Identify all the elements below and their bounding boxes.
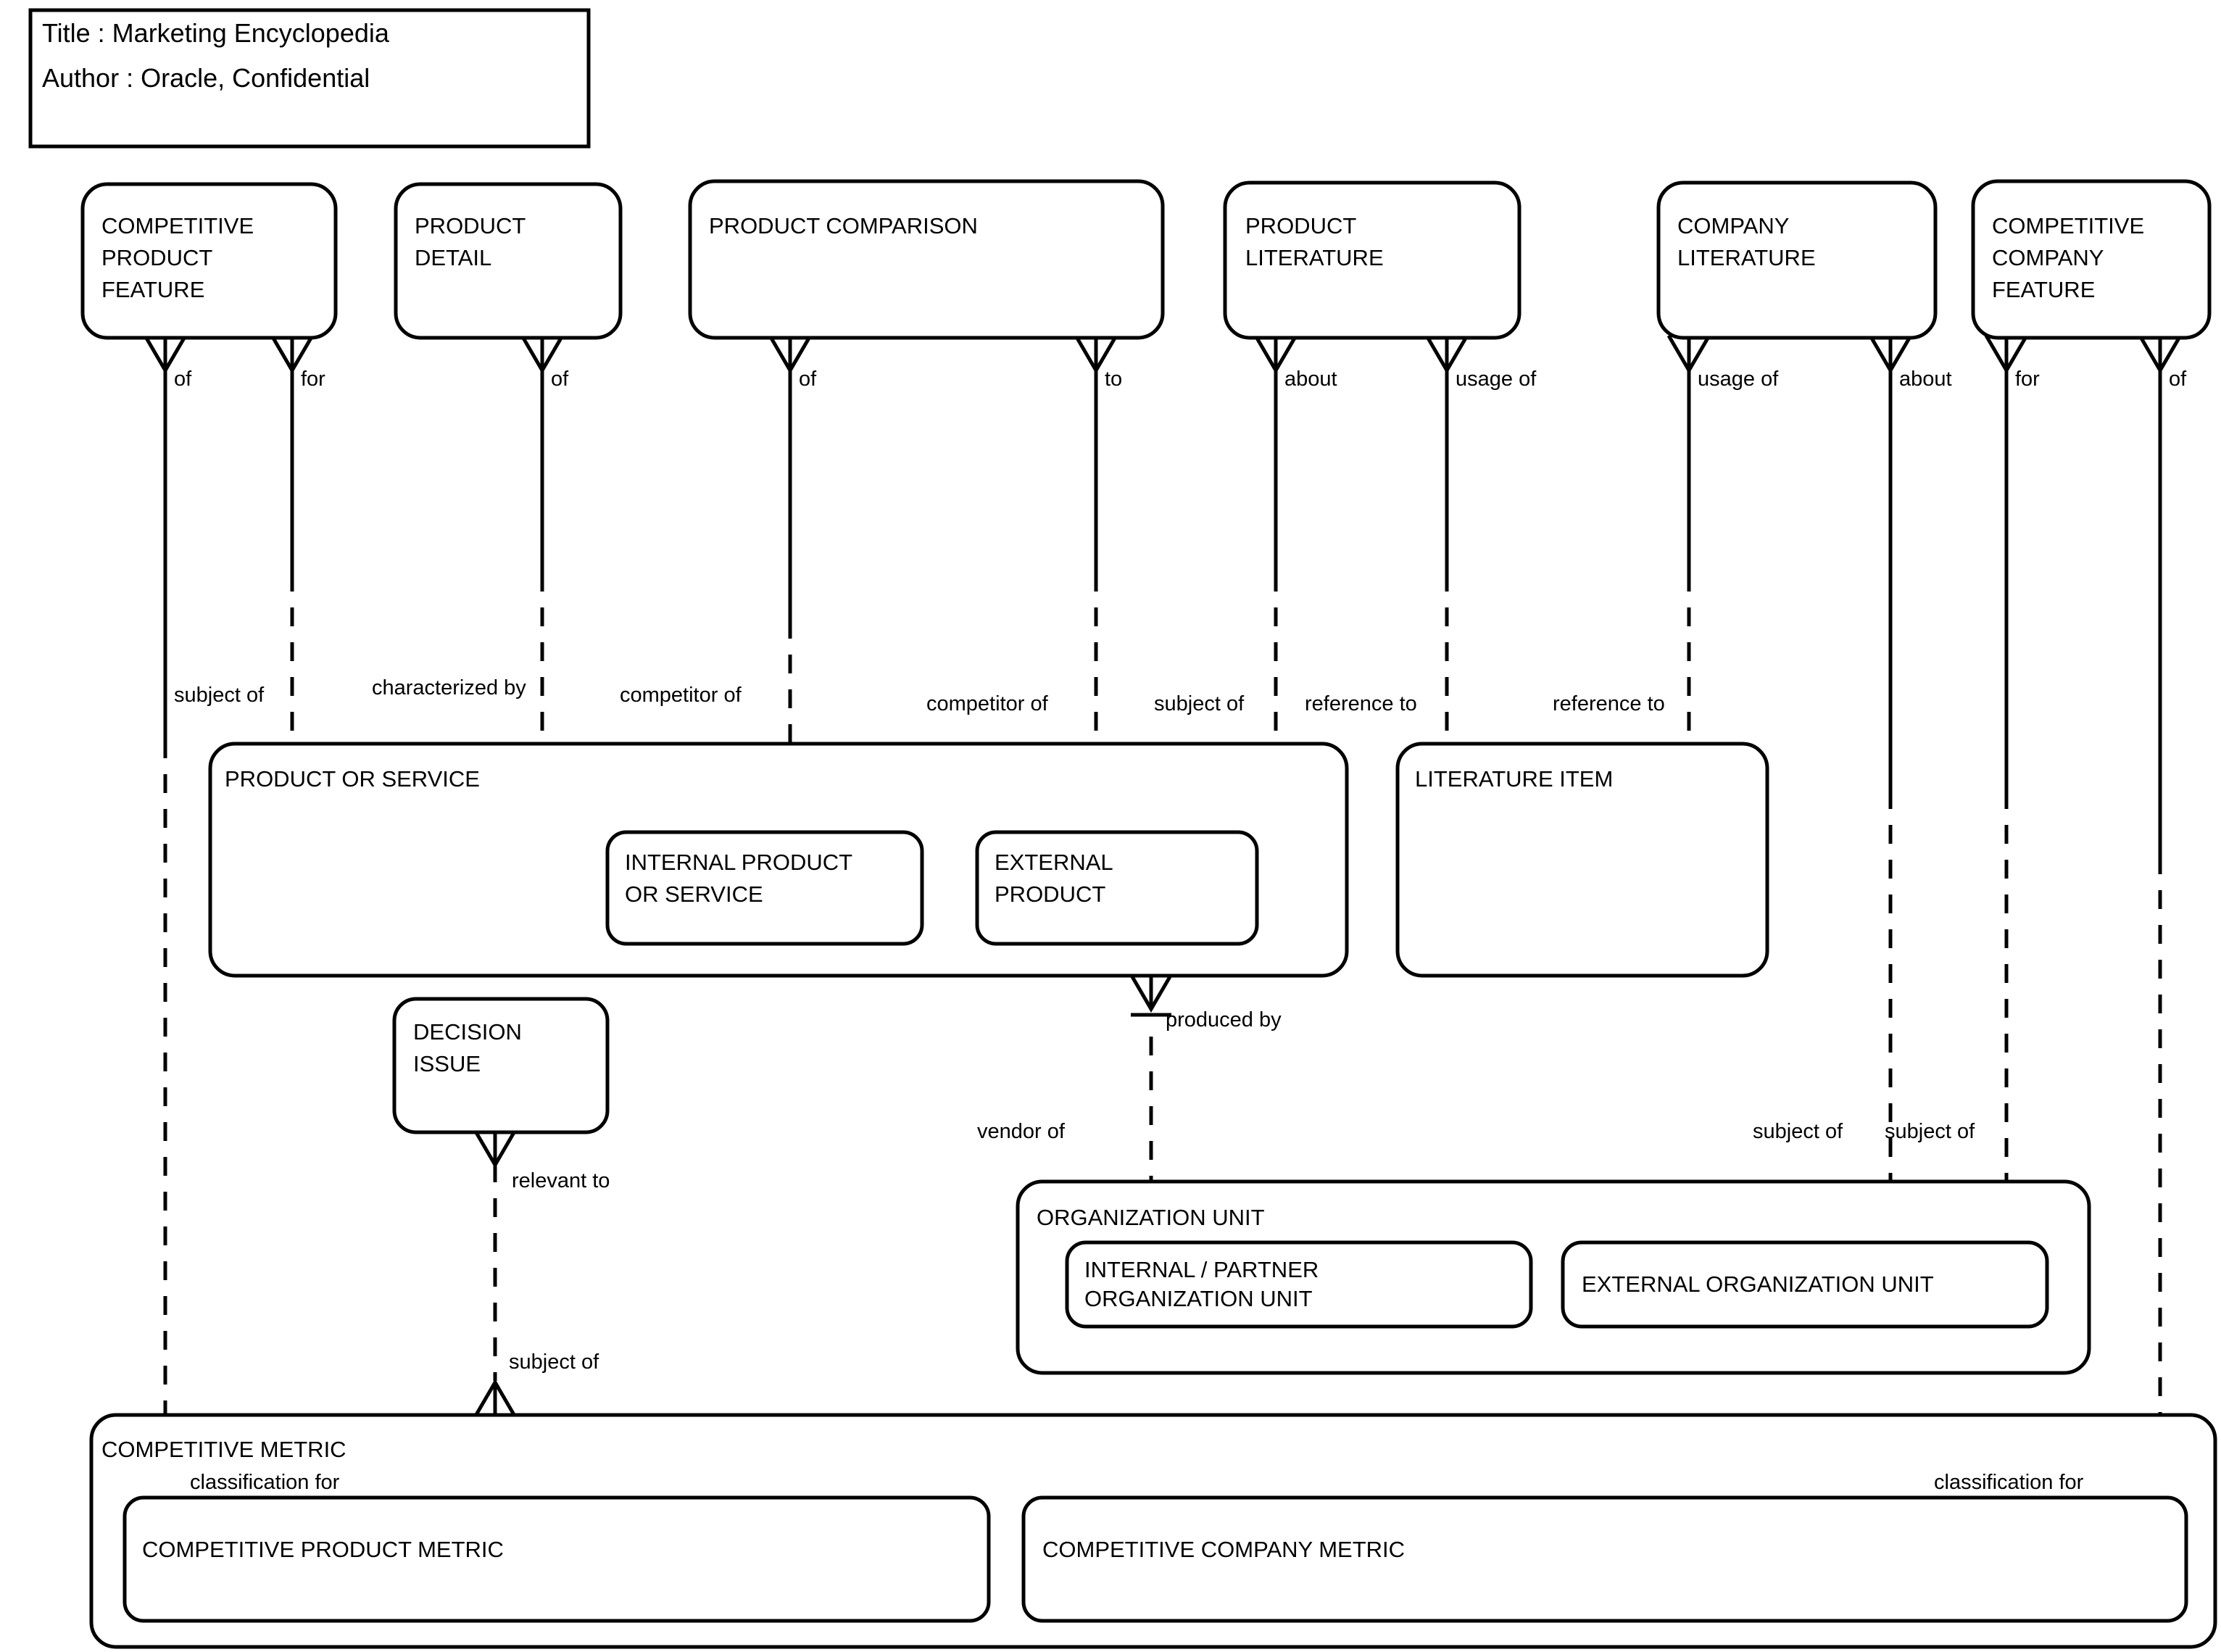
entity-label-line: FEATURE: [1992, 277, 2095, 302]
entity-label-line: COMPETITIVE PRODUCT METRIC: [142, 1537, 504, 1562]
title-block: Title : Marketing Encyclopedia Author : …: [28, 8, 591, 149]
relationship-label-reference-to: reference to: [1553, 692, 1665, 715]
entity-competitive-metric[interactable]: COMPETITIVE METRIC classification for cl…: [89, 1413, 2217, 1649]
author-line: Author : Oracle, Confidential: [42, 63, 370, 93]
relationship-label-subject-of: subject of: [509, 1350, 599, 1374]
entity-product-detail[interactable]: PRODUCT DETAIL: [394, 182, 623, 340]
entity-label-line: COMPETITIVE METRIC: [101, 1437, 346, 1462]
relationship-label-vendor-of: vendor of: [977, 1120, 1066, 1143]
entity-label-line: COMPANY: [1992, 245, 2104, 270]
crows-foot-icon: [1666, 334, 1711, 374]
crows-foot-icon: [1984, 334, 2029, 374]
entity-label-line: ORGANIZATION UNIT: [1037, 1205, 1265, 1230]
entity-literature-item[interactable]: LITERATURE ITEM: [1395, 742, 1769, 978]
relationship-label-subject-of: subject of: [1753, 1120, 1843, 1143]
entity-organization-unit[interactable]: ORGANIZATION UNIT INTERNAL / PARTNER ORG…: [1016, 1179, 2091, 1375]
relationship-label-classification-for: classification for: [190, 1471, 340, 1494]
relationship-label-for: for: [301, 368, 325, 391]
entity-label-line: PRODUCT OR SERVICE: [225, 766, 480, 792]
entity-product-comparison[interactable]: PRODUCT COMPARISON: [688, 179, 1165, 340]
relationship-label-of: of: [551, 368, 569, 391]
crows-foot-icon: [473, 1379, 518, 1419]
entity-label-line: DECISION: [413, 1019, 522, 1045]
entity-company-literature[interactable]: COMPANY LITERATURE: [1656, 180, 1938, 340]
entity-product-literature[interactable]: PRODUCT LITERATURE: [1223, 180, 1522, 340]
relationship-label-about: about: [1899, 368, 1952, 391]
entity-label-line: ORGANIZATION UNIT: [1084, 1286, 1313, 1311]
entity-label-line: DETAIL: [415, 245, 491, 270]
entity-label-line: COMPETITIVE: [1992, 213, 2144, 238]
relationship-label-of: of: [799, 368, 817, 391]
entity-decision-issue[interactable]: DECISION ISSUE: [392, 997, 610, 1134]
crows-foot-icon: [473, 1129, 518, 1169]
relationship-label-produced-by: produced by: [1166, 1008, 1282, 1032]
title-line: Title : Marketing Encyclopedia: [42, 18, 390, 48]
entity-label-line: EXTERNAL: [995, 850, 1113, 875]
entity-label-line: PRODUCT: [995, 881, 1105, 907]
entity-label-line: PRODUCT: [1245, 213, 1356, 238]
relationship-label-subject-of: subject of: [174, 684, 265, 707]
entity-product-or-service[interactable]: PRODUCT OR SERVICE INTERNAL PRODUCT OR S…: [208, 742, 1349, 978]
middle-relationship-labels: subject of characterized by competitor o…: [174, 676, 1665, 715]
entity-internal-product-or-service[interactable]: INTERNAL PRODUCT OR SERVICE: [605, 830, 924, 946]
relationship-label-about: about: [1284, 368, 1337, 391]
crows-foot-icon: [1074, 334, 1118, 374]
relationship-label-competitor-of: competitor of: [620, 684, 742, 707]
relationship-label-of: of: [2169, 368, 2187, 391]
entity-competitive-company-feature[interactable]: COMPETITIVE COMPANY FEATURE: [1971, 179, 2212, 340]
entity-internal-partner-organization-unit[interactable]: INTERNAL / PARTNER ORGANIZATION UNIT: [1065, 1240, 1533, 1329]
entity-label-line: LITERATURE: [1677, 245, 1816, 270]
entity-label-line: COMPETITIVE: [101, 213, 254, 238]
crows-foot-icon: [2138, 334, 2183, 374]
crows-foot-markers: [143, 334, 2183, 1419]
crows-foot-icon: [1253, 334, 1298, 374]
crows-foot-icon: [1868, 334, 1913, 374]
entity-label-line: PRODUCT: [415, 213, 526, 238]
crows-foot-icon: [1129, 973, 1174, 1013]
entity-competitive-product-metric[interactable]: COMPETITIVE PRODUCT METRIC: [123, 1495, 991, 1623]
entity-external-organization-unit[interactable]: EXTERNAL ORGANIZATION UNIT: [1561, 1240, 2049, 1329]
entity-external-product[interactable]: EXTERNAL PRODUCT: [975, 830, 1259, 946]
relationship-label-classification-for: classification for: [1934, 1471, 2084, 1494]
entity-label-line: LITERATURE: [1245, 245, 1384, 270]
entity-label-line: OR SERVICE: [625, 881, 763, 907]
entity-label-line: PRODUCT: [101, 245, 212, 270]
entity-label-line: COMPANY: [1677, 213, 1789, 238]
relationship-label-competitor-of: competitor of: [926, 692, 1049, 715]
entity-label-line: PRODUCT COMPARISON: [709, 213, 978, 238]
entity-label-line: EXTERNAL ORGANIZATION UNIT: [1582, 1271, 1934, 1297]
entity-label-line: INTERNAL PRODUCT: [625, 850, 852, 875]
entity-label-line: COMPETITIVE COMPANY METRIC: [1042, 1537, 1405, 1562]
entity-label-line: INTERNAL / PARTNER: [1084, 1257, 1319, 1282]
top-relationship-labels: of for of of to about usage of usage of …: [174, 368, 2187, 391]
crows-foot-icon: [520, 334, 565, 374]
relationship-label-relevant-to: relevant to: [512, 1169, 610, 1192]
entity-label-line: ISSUE: [413, 1051, 481, 1076]
relationship-label-subject-of: subject of: [1885, 1120, 1975, 1143]
crows-foot-icon: [143, 334, 188, 374]
entity-label-line: FEATURE: [101, 277, 204, 302]
relationship-label-usage-of: usage of: [1456, 368, 1537, 391]
relationship-label-reference-to: reference to: [1305, 692, 1417, 715]
relationship-label-characterized-by: characterized by: [372, 676, 526, 700]
entity-competitive-product-feature[interactable]: COMPETITIVE PRODUCT FEATURE: [80, 182, 338, 340]
relationship-label-usage-of: usage of: [1698, 368, 1779, 391]
lower-relationship-labels: produced by vendor of relevant to subjec…: [509, 1008, 1975, 1374]
relationship-label-subject-of: subject of: [1154, 692, 1245, 715]
relationship-label-for: for: [2015, 368, 2040, 391]
entity-label-line: LITERATURE ITEM: [1415, 766, 1613, 792]
crows-foot-icon: [768, 334, 813, 374]
crows-foot-icon: [270, 334, 315, 374]
relationship-label-to: to: [1105, 368, 1122, 391]
crows-foot-icon: [1424, 334, 1469, 374]
entity-competitive-company-metric[interactable]: COMPETITIVE COMPANY METRIC: [1021, 1495, 2188, 1623]
relationship-label-of: of: [174, 368, 192, 391]
